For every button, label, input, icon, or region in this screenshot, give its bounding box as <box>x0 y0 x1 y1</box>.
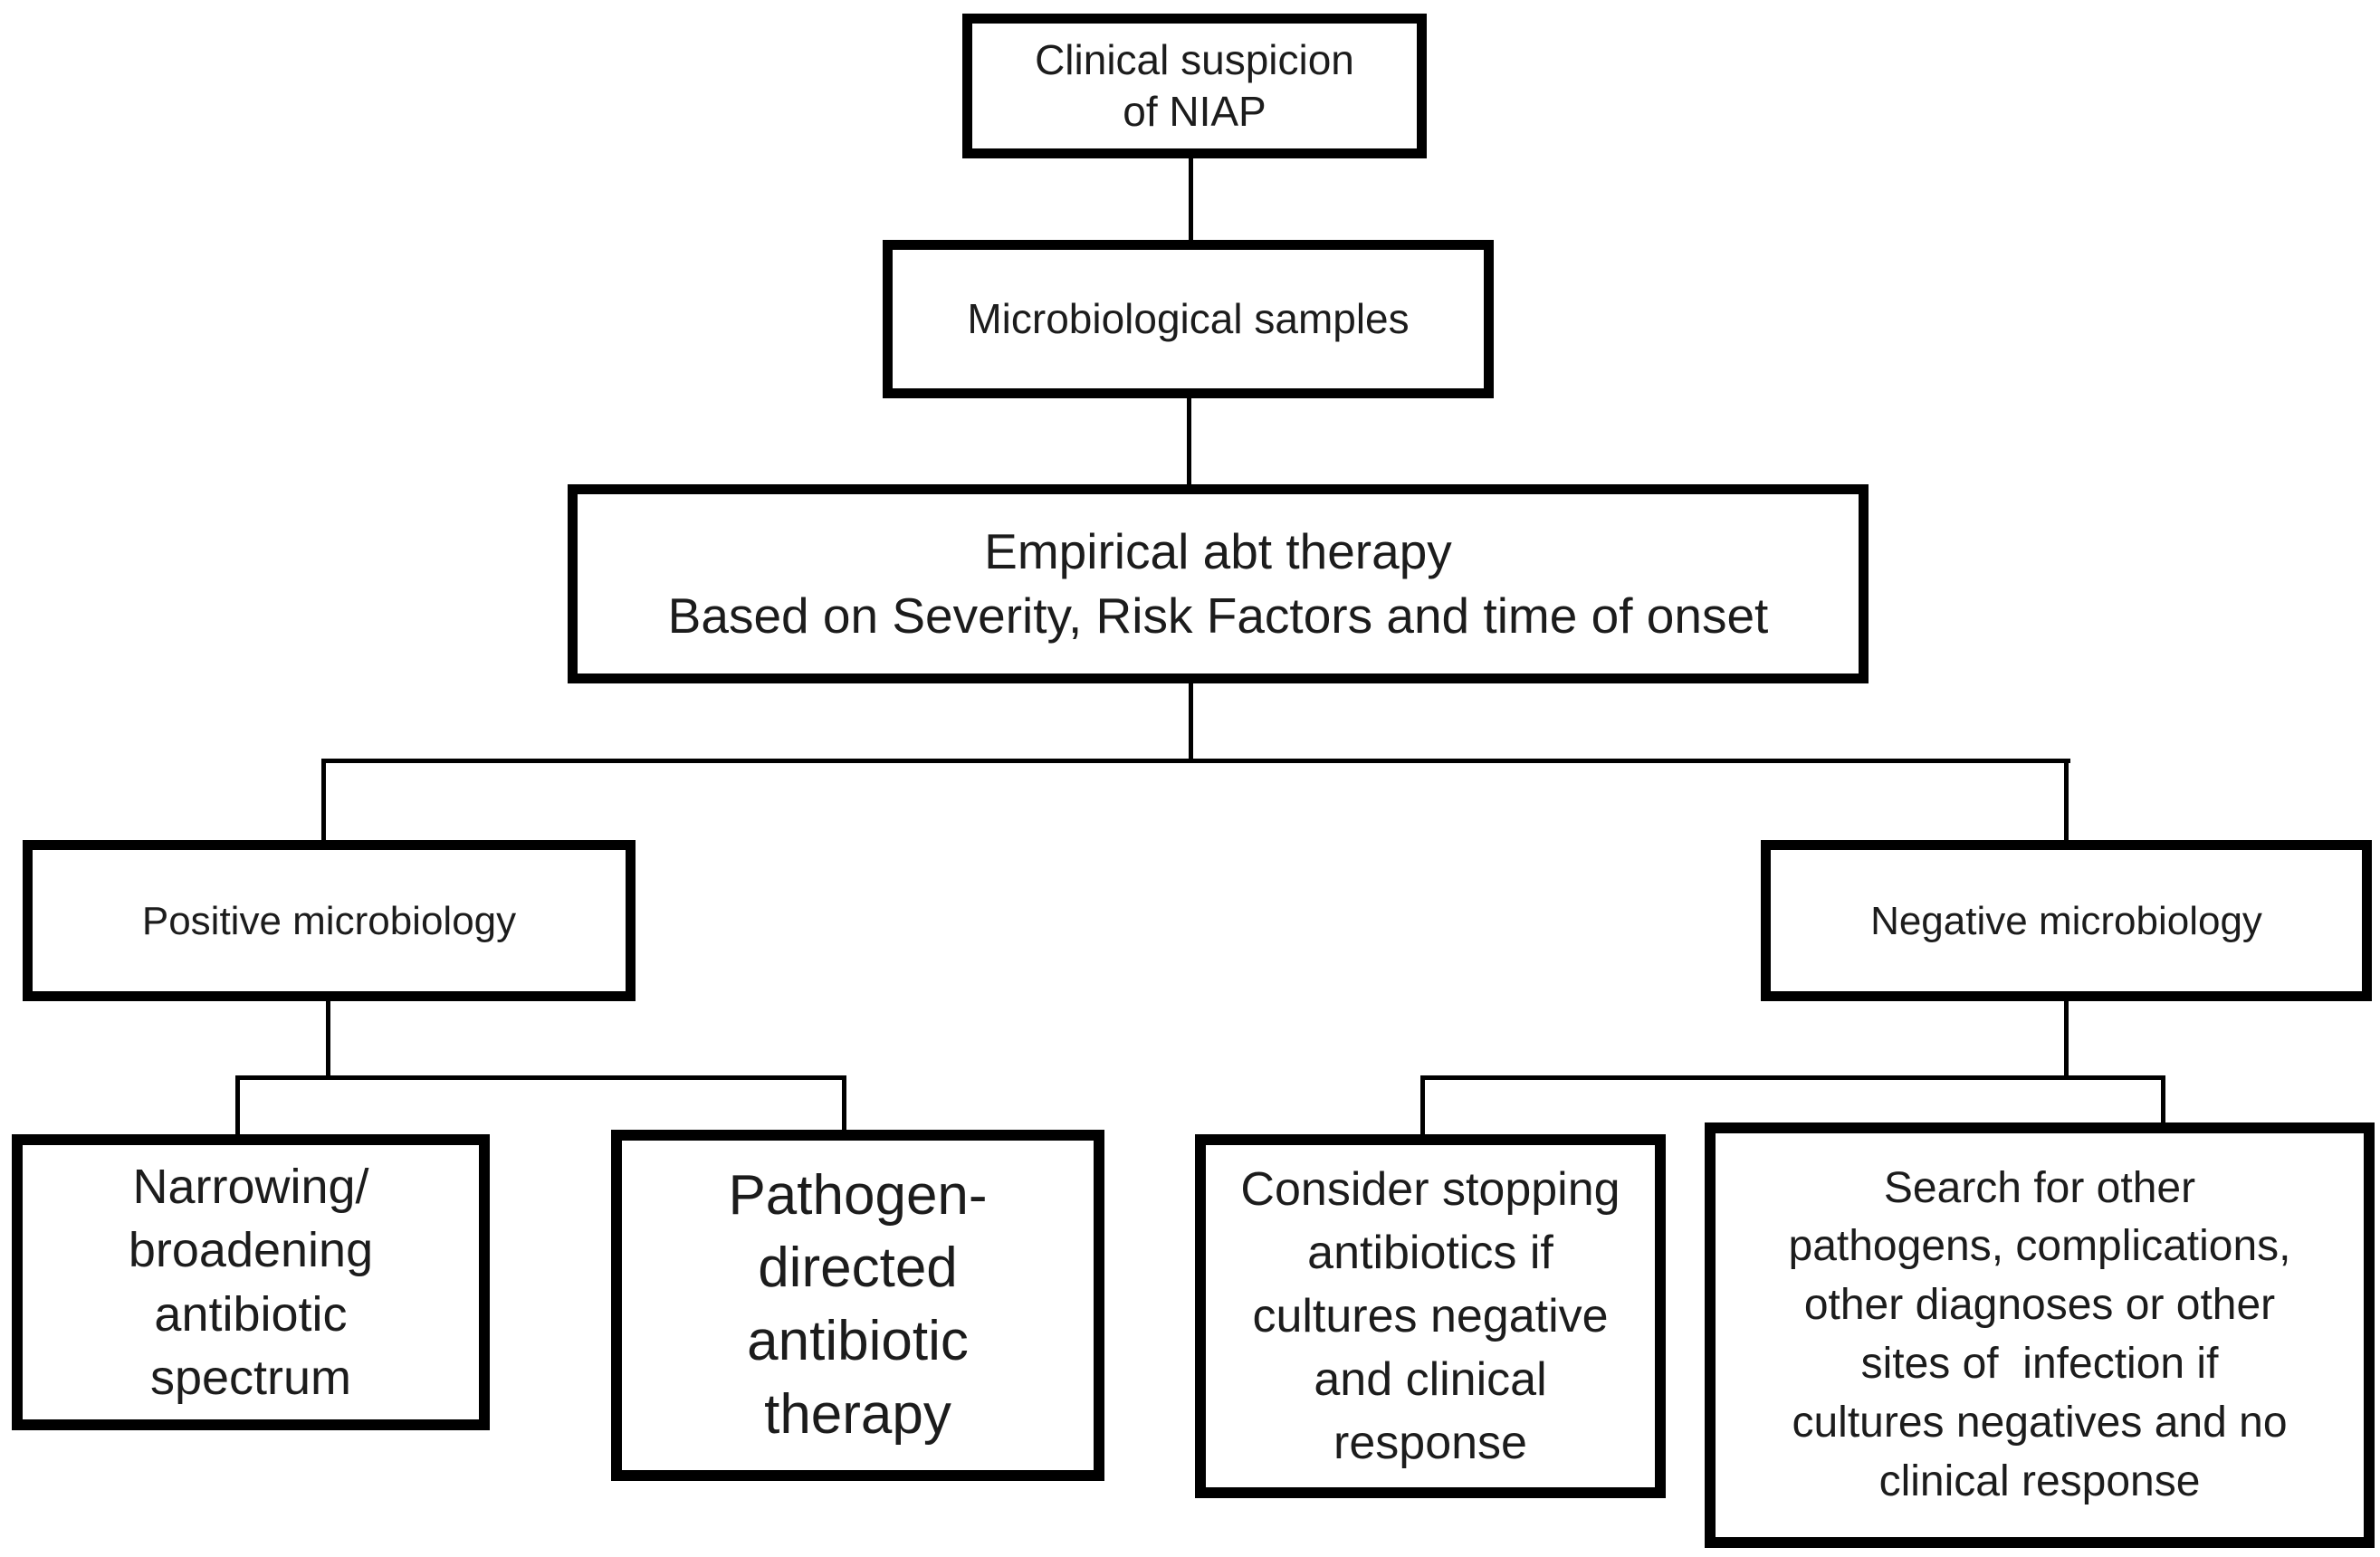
node-pathogen-directed-therapy: Pathogen- directed antibiotic therapy <box>611 1130 1104 1481</box>
node-pathogen-directed-therapy-label: Pathogen- directed antibiotic therapy <box>728 1163 988 1446</box>
node-empirical-therapy-label: Empirical abt therapy Based on Severity,… <box>667 522 1769 645</box>
node-narrowing-broadening-spectrum: Narrowing/ broadening antibiotic spectru… <box>12 1134 490 1430</box>
node-search-other-pathogens: Search for other pathogens, complication… <box>1705 1122 2375 1548</box>
node-positive-microbiology: Positive microbiology <box>23 840 636 1001</box>
connector-clinical-to-samples <box>1189 158 1193 242</box>
node-microbiological-samples: Microbiological samples <box>883 240 1494 398</box>
connector-drop-search-other <box>2161 1075 2165 1125</box>
node-negative-microbiology: Negative microbiology <box>1761 840 2372 1001</box>
connector-empirical-stem <box>1189 682 1193 763</box>
connector-branch-horizontal <box>323 759 2070 763</box>
node-clinical-suspicion-label: Clinical suspicion of NIAP <box>1035 35 1354 136</box>
node-narrowing-broadening-spectrum-label: Narrowing/ broadening antibiotic spectru… <box>128 1160 374 1405</box>
connector-positive-branch-horizontal <box>237 1075 846 1080</box>
connector-drop-positive <box>321 759 326 842</box>
node-consider-stopping-antibiotics: Consider stopping antibiotics if culture… <box>1195 1134 1666 1498</box>
node-clinical-suspicion: Clinical suspicion of NIAP <box>962 14 1427 158</box>
node-consider-stopping-antibiotics-label: Consider stopping antibiotics if culture… <box>1240 1162 1620 1470</box>
node-empirical-therapy: Empirical abt therapy Based on Severity,… <box>568 484 1869 683</box>
node-positive-microbiology-label: Positive microbiology <box>141 898 517 943</box>
connector-negative-branch-horizontal <box>1420 1075 2165 1080</box>
connector-drop-pathogen-directed <box>842 1075 846 1132</box>
connector-negative-stem <box>2064 999 2069 1080</box>
connector-drop-narrowing <box>235 1075 240 1137</box>
connector-samples-to-empirical <box>1187 396 1191 486</box>
node-negative-microbiology-label: Negative microbiology <box>1870 898 2262 943</box>
node-microbiological-samples-label: Microbiological samples <box>967 294 1410 342</box>
connector-drop-negative <box>2064 759 2069 842</box>
connector-drop-consider-stopping <box>1420 1075 1425 1137</box>
connector-positive-stem <box>326 999 330 1080</box>
node-search-other-pathogens-label: Search for other pathogens, complication… <box>1788 1163 2291 1505</box>
